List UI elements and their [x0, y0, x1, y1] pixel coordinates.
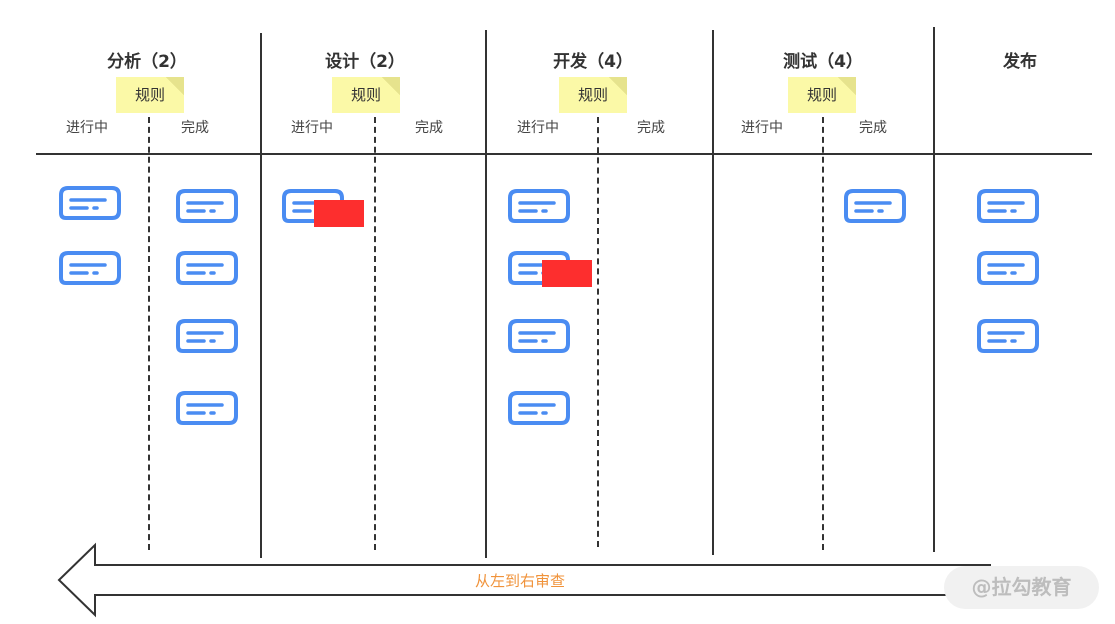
rule-note-testing: 规则	[788, 77, 856, 113]
design-in-progress-label: 进行中	[291, 120, 333, 136]
left-arrow-icon	[57, 542, 991, 618]
column-title-release: 发布	[1003, 52, 1037, 72]
development-done-label: 完成	[637, 120, 665, 136]
task-card-icon	[508, 319, 570, 353]
task-card-icon	[176, 189, 238, 223]
testing-done-label: 完成	[859, 120, 887, 136]
task-card-icon	[844, 189, 906, 223]
column-title-design: 设计（2）	[325, 52, 405, 72]
header-divider	[36, 153, 1092, 155]
analysis-done-label: 完成	[181, 120, 209, 136]
column-title-analysis: 分析（2）	[107, 52, 187, 72]
review-direction-label: 从左到右审查	[474, 572, 565, 590]
rule-note-analysis: 规则	[116, 77, 184, 113]
task-card-icon	[176, 391, 238, 425]
testing-in-progress-label: 进行中	[741, 120, 783, 136]
task-card-icon	[977, 251, 1039, 285]
analysis-in-progress-label: 进行中	[66, 120, 108, 136]
task-card-icon	[977, 189, 1039, 223]
column-separator	[712, 30, 714, 555]
task-card-icon	[59, 186, 121, 220]
column-title-development: 开发（4）	[553, 52, 633, 72]
subcolumn-separator	[822, 117, 824, 550]
subcolumn-separator	[374, 117, 376, 550]
blocker-marker	[314, 200, 364, 227]
column-separator	[485, 30, 487, 558]
watermark: @拉勾教育	[944, 566, 1099, 609]
blocker-marker	[542, 260, 592, 287]
design-done-label: 完成	[415, 120, 443, 136]
task-card-icon	[508, 189, 570, 223]
task-card-icon	[508, 391, 570, 425]
task-card-icon	[977, 319, 1039, 353]
task-card-icon	[176, 251, 238, 285]
development-in-progress-label: 进行中	[517, 120, 559, 136]
rule-note-development: 规则	[559, 77, 627, 113]
task-card-icon	[59, 251, 121, 285]
task-card-icon	[176, 319, 238, 353]
column-title-testing: 测试（4）	[783, 52, 863, 72]
subcolumn-separator	[148, 117, 150, 550]
rule-note-design: 规则	[332, 77, 400, 113]
column-separator	[260, 33, 262, 558]
column-separator	[933, 27, 935, 552]
subcolumn-separator	[597, 117, 599, 547]
